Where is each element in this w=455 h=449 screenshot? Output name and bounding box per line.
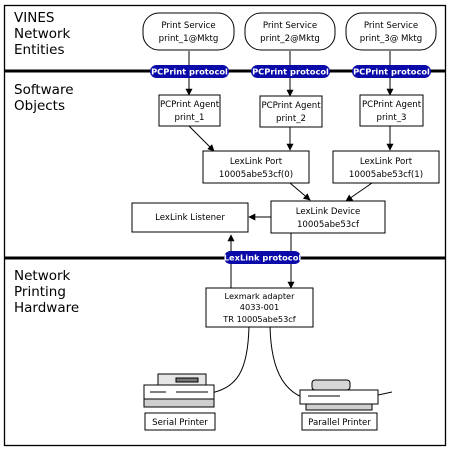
arrow-port0-device bbox=[289, 182, 311, 201]
parallel-printer-icon bbox=[299, 379, 393, 411]
svg-text:PCPrint protocol: PCPrint protocol bbox=[353, 67, 430, 77]
print-service-1-label: Print Service bbox=[161, 21, 215, 31]
arrow-agent1-port0 bbox=[188, 125, 215, 152]
pcprint-agent-3-name: print_3 bbox=[377, 113, 407, 123]
pcprint-agent-3[interactable]: PCPrint Agent print_3 bbox=[359, 94, 424, 127]
print-service-3-label: Print Service bbox=[364, 21, 418, 31]
lexlink-port-1-label: LexLink Port bbox=[360, 157, 413, 167]
lexlink-device[interactable]: LexLink Device 10005abe53cf bbox=[270, 200, 386, 234]
section-title-software: Software Objects bbox=[14, 82, 78, 114]
serial-printer-label: Serial Printer bbox=[152, 418, 208, 428]
outer-frame bbox=[3, 4, 447, 447]
parallel-printer-label-box[interactable]: Parallel Printer bbox=[301, 412, 378, 431]
print-service-2-label: Print Service bbox=[263, 21, 317, 31]
adapter-part-number: 4033-001 bbox=[240, 302, 279, 312]
adapter-model-label: Lexmark adapter bbox=[225, 291, 296, 301]
lexlink-port-0-label: LexLink Port bbox=[230, 157, 283, 167]
parallel-printer-label: Parallel Printer bbox=[308, 418, 371, 428]
print-service-3-name: print_3@ Mktg bbox=[360, 34, 423, 44]
pcprint-agent-1-label: PCPrint Agent bbox=[160, 100, 220, 110]
serial-printer-label-box[interactable]: Serial Printer bbox=[144, 412, 216, 431]
svg-text:PCPrint protocol: PCPrint protocol bbox=[252, 67, 329, 77]
svg-text:LexLink protocol: LexLink protocol bbox=[224, 253, 302, 263]
print-service-1-name: print_1@Mktg bbox=[159, 34, 219, 44]
pcprint-protocol-badge-1: PCPrint protocol bbox=[150, 65, 229, 78]
pcprint-agent-3-label: PCPrint Agent bbox=[362, 100, 422, 110]
section-title-vines: VINES Network Entities bbox=[14, 10, 75, 58]
pcprint-agent-2[interactable]: PCPrint Agent print_2 bbox=[259, 95, 323, 128]
print-service-2[interactable]: Print Service print_2@Mktg bbox=[244, 12, 336, 51]
pcprint-protocol-badge-3: PCPrint protocol bbox=[352, 65, 431, 78]
pcprint-agent-1-name: print_1 bbox=[175, 113, 205, 123]
lexmark-adapter[interactable]: Lexmark adapter 4033-001 TR 10005abe53cf bbox=[205, 287, 314, 328]
lexlink-device-label: LexLink Device bbox=[296, 207, 361, 217]
pcprint-protocol-badge-2: PCPrint protocol bbox=[251, 65, 330, 78]
print-service-1[interactable]: Print Service print_1@Mktg bbox=[142, 12, 235, 51]
serial-printer-icon bbox=[143, 373, 215, 408]
section-title-hardware: Network Printing Hardware bbox=[14, 268, 79, 316]
arrow-port1-device bbox=[345, 182, 373, 202]
lexlink-port-0-id: 10005abe53cf(0) bbox=[219, 170, 293, 180]
adapter-address: TR 10005abe53cf bbox=[222, 314, 297, 324]
lexlink-listener[interactable]: LexLink Listener bbox=[131, 202, 249, 233]
svg-text:PCPrint protocol: PCPrint protocol bbox=[151, 67, 228, 77]
pcprint-agent-2-name: print_2 bbox=[276, 114, 306, 124]
lexlink-port-1[interactable]: LexLink Port 10005abe53cf(1) bbox=[332, 150, 440, 184]
lexlink-port-1-id: 10005abe53cf(1) bbox=[349, 170, 423, 180]
lexlink-port-0[interactable]: LexLink Port 10005abe53cf(0) bbox=[202, 150, 310, 184]
lexlink-listener-label: LexLink Listener bbox=[155, 213, 225, 223]
pcprint-agent-2-label: PCPrint Agent bbox=[261, 101, 321, 111]
lexlink-protocol-badge: LexLink protocol bbox=[224, 251, 302, 264]
lexlink-device-id: 10005abe53cf bbox=[297, 220, 360, 230]
cable-serial-printer bbox=[204, 325, 250, 395]
pcprint-agent-1[interactable]: PCPrint Agent print_1 bbox=[158, 94, 221, 127]
print-service-2-name: print_2@Mktg bbox=[260, 34, 320, 44]
print-service-3[interactable]: Print Service print_3@ Mktg bbox=[345, 12, 437, 51]
